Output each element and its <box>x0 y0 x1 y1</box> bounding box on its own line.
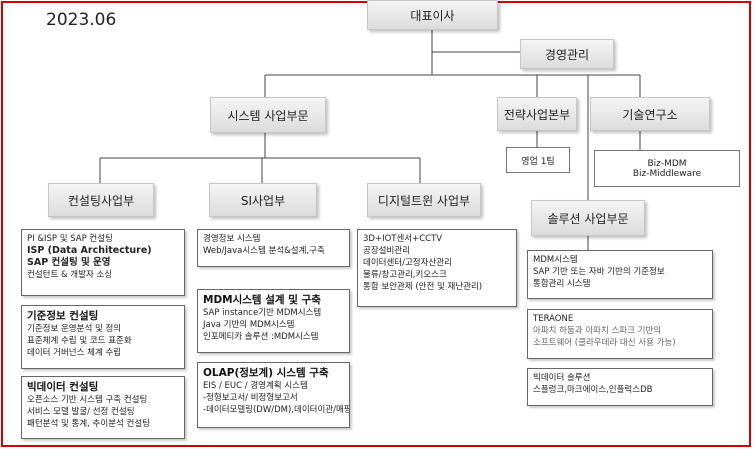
node-consulting: 컨설팅사업부 <box>48 183 154 217</box>
box-line: SAP 기반 또는 자바 기반의 기준정보 <box>533 267 665 277</box>
box-line: 기준정보 운영분석 및 정의 <box>27 324 122 334</box>
date-label: 2023.06 <box>46 10 117 30</box>
box-line: 인포메티카 솔루션 :MDM시스템 <box>203 332 319 342</box>
solution-box-mdm: MDM시스템 SAP 기반 또는 자바 기반의 기준정보 통합관리 시스템 <box>527 250 713 299</box>
box-line: 물류/창고관리,키오스크 <box>363 270 447 280</box>
box-line: 빅데이터 솔루션 <box>533 373 591 383</box>
box-title: 기준정보 컨설팅 <box>27 310 99 322</box>
box-line: Web/Java시스템 분석&설계,구축 <box>203 246 325 256</box>
box-line: MDM시스템 <box>533 255 578 265</box>
box-line: 표준체계 수립 및 코드 표준화 <box>27 336 132 346</box>
box-line: SAP 컨설팅 및 운영 <box>27 257 111 268</box>
box-line: 공장설비관리 <box>363 246 410 256</box>
consulting-box-bigdata: 빅데이터 컨설팅 오픈소스 기반 시스템 구축 컨설팅 서비스 모델 발굴/ 선… <box>21 376 185 439</box>
si-box-olap: OLAP(정보계) 시스템 구축 EIS / EUC / 경영계획 시스템 -정… <box>197 362 350 428</box>
node-digital-twin: 디지털트윈 사업부 <box>367 183 481 217</box>
box-line: Java 기반의 MDM시스템 <box>203 320 295 330</box>
box-title: 빅데이터 컨설팅 <box>27 381 99 393</box>
box-line: TERAONE <box>533 314 574 324</box>
box-line: 컨설턴트 & 개발자 소싱 <box>27 270 113 280</box>
box-line: 3D+IOT센서+CCTV <box>363 234 443 244</box>
solution-box-teraone: TERAONE 아파치 하둡과 아파치 스파크 기반의 소프트웨어 (클라우데라… <box>527 309 713 359</box>
box-line: ISP (Data Architecture) <box>27 245 152 256</box>
box-line: 통합 보안관제 (안전 및 재난관리) <box>363 282 483 292</box>
box-line: 스플렁크,마크에이스,인플럭스DB <box>533 385 653 395</box>
sales-team-box: 영업 1팀 <box>506 147 570 173</box>
box-title: MDM시스템 설계 및 구축 <box>203 294 321 306</box>
rnd-products-box: Biz-MDM Biz-Middleware <box>594 150 740 187</box>
box-line: 데이터센터/고정자산관리 <box>363 258 452 268</box>
consulting-box-pi: PI &ISP 및 SAP 컨설팅 ISP (Data Architecture… <box>21 229 185 296</box>
node-solution-division: 솔루션 사업부문 <box>531 200 645 236</box>
box-line: -정형보고서/ 비정형보고서 <box>203 393 298 403</box>
box-line: PI &ISP 및 SAP 컨설팅 <box>27 234 113 244</box>
box-line: 데이터 거버넌스 체계 수립 <box>27 348 122 358</box>
solution-box-bigdata: 빅데이터 솔루션 스플렁크,마크에이스,인플럭스DB <box>527 368 713 406</box>
digital-twin-box: 3D+IOT센서+CCTV 공장설비관리 데이터센터/고정자산관리 물류/창고관… <box>357 229 517 307</box>
si-box-management-info: 경영정보 시스템 Web/Java시스템 분석&설계,구축 <box>197 229 350 267</box>
node-strategy-division: 전략사업본부 <box>497 97 577 131</box>
consulting-box-master-data: 기준정보 컨설팅 기준정보 운영분석 및 정의 표준체계 수립 및 코드 표준화… <box>21 305 185 369</box>
node-system-division: 시스템 사업부문 <box>210 97 326 133</box>
box-line: SAP instance기반 MDM시스템 <box>203 308 322 318</box>
rnd-product-item: Biz-MDM <box>647 158 687 169</box>
rnd-product-item: Biz-Middleware <box>632 168 702 179</box>
box-title: OLAP(정보계) 시스템 구축 <box>203 367 329 379</box>
box-line: -데이터모델링(DW/DM),데이터이관/매핑 <box>203 405 350 415</box>
box-line: EIS / EUC / 경영계획 시스템 <box>203 381 308 391</box>
node-ceo: 대표이사 <box>367 0 498 30</box>
box-line: 서비스 모델 발굴/ 선정 컨설팅 <box>27 407 135 417</box>
box-line: 소프트웨어 (클라우데라 대신 사용 가능) <box>533 338 676 348</box>
node-management: 경영관리 <box>520 39 614 69</box>
box-line: 패턴분석 및 통계, 추이분석 컨설팅 <box>27 419 150 429</box>
si-box-mdm: MDM시스템 설계 및 구축 SAP instance기반 MDM시스템 Jav… <box>197 289 350 353</box>
box-line: 경영정보 시스템 <box>203 234 261 244</box>
box-line: 아파치 하둡과 아파치 스파크 기반의 <box>533 326 662 336</box>
node-rnd-center: 기술연구소 <box>590 97 710 131</box>
box-line: 오픈소스 기반 시스템 구축 컨설팅 <box>27 395 148 405</box>
node-si: SI사업부 <box>209 183 317 217</box>
box-line: 통합관리 시스템 <box>533 279 591 289</box>
